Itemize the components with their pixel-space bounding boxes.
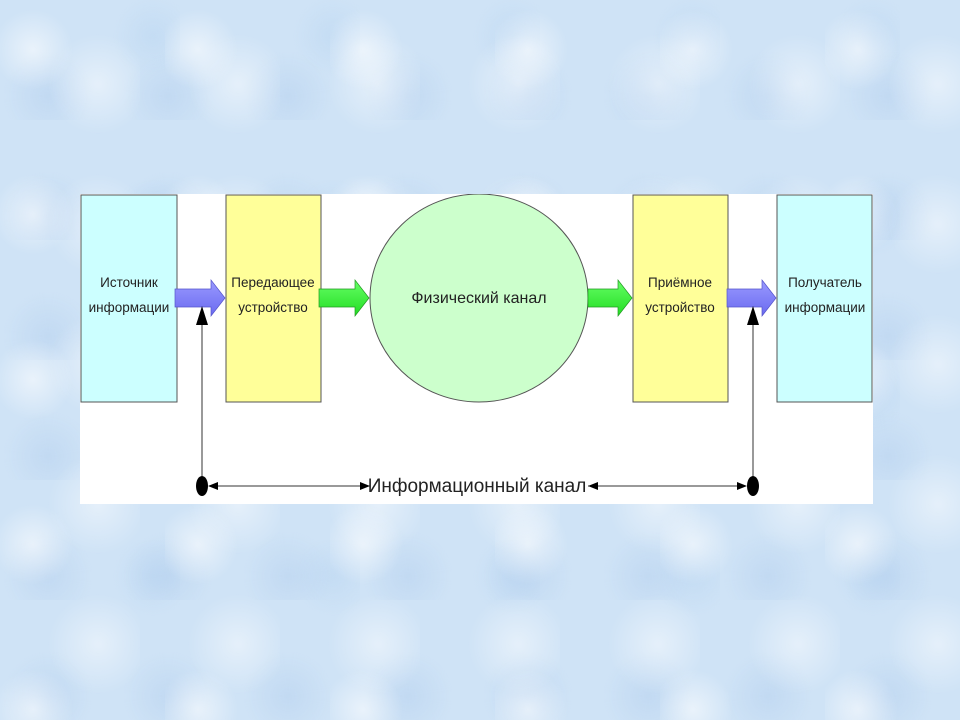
source-block: Источник информации: [80, 194, 178, 403]
communication-diagram: Источник информации Передающее устройств…: [80, 194, 873, 504]
left-tap-arrowhead: [196, 306, 208, 325]
receiver-box: [632, 194, 729, 403]
transmitter-label-line1: Передающее: [231, 275, 314, 290]
receiver-label-line1: Приёмное: [648, 275, 712, 290]
info-arrow-right-head-inner: [588, 482, 598, 490]
left-endpoint-dot: [196, 476, 208, 496]
transmitter-box: [225, 194, 322, 403]
info-arrow-left-head-inner: [360, 482, 370, 490]
arrow-receiver-to-recipient: [726, 278, 777, 318]
recipient-label-line2: информации: [785, 300, 866, 315]
physical-channel-block: Физический канал: [369, 194, 589, 403]
diagram-canvas: Источник информации Передающее устройств…: [80, 194, 873, 497]
arrow-channel-to-receiver: [587, 278, 633, 318]
info-arrow-left-head-outer: [208, 482, 218, 490]
arrow-transmitter-to-channel: [318, 278, 370, 318]
source-label-line2: информации: [89, 300, 170, 315]
receiver-label-line2: устройство: [645, 300, 715, 315]
physical-channel-label: Физический канал: [411, 290, 546, 307]
right-endpoint-dot: [747, 476, 759, 496]
recipient-label-line1: Получатель: [788, 275, 862, 290]
recipient-box: [776, 194, 873, 403]
arrow-source-to-transmitter: [174, 278, 226, 318]
transmitter-block: Передающее устройство: [225, 194, 322, 403]
right-tap-arrowhead: [747, 306, 759, 325]
info-arrow-right-head-outer: [737, 482, 747, 490]
recipient-block: Получатель информации: [776, 194, 873, 403]
information-channel-label: Информационный канал: [368, 476, 587, 497]
source-box: [80, 194, 178, 403]
receiver-block: Приёмное устройство: [632, 194, 729, 403]
transmitter-label-line2: устройство: [238, 300, 308, 315]
source-label-line1: Источник: [100, 275, 158, 290]
